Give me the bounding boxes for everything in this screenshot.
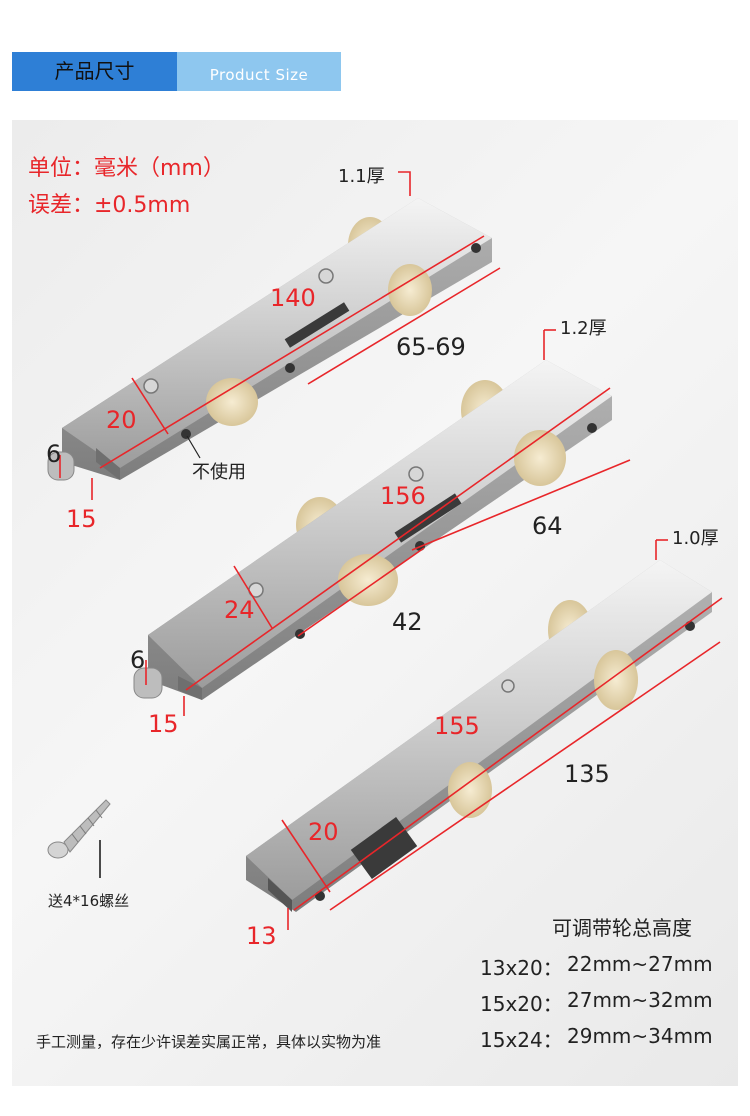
pulley-2-width: 24 <box>224 596 255 624</box>
tolerance-note: 误差：±0.5mm <box>28 193 191 218</box>
pulley-2 <box>133 329 631 716</box>
pulley-1-axle: 6 <box>46 440 62 468</box>
pulley-2-length: 156 <box>380 482 426 510</box>
pulley-1-width: 20 <box>106 406 137 434</box>
pulley-2-hole-spacing-b: 42 <box>392 608 423 636</box>
height-spec-range: 22mm~27mm <box>567 952 713 976</box>
pulley-2-axle: 6 <box>130 646 146 674</box>
height-spec-size: 13x20： <box>480 956 563 980</box>
pulley-3-thickness: 1.0厚 <box>672 528 719 549</box>
pulley-3-length: 155 <box>434 712 480 740</box>
unit-note: 单位：毫米（mm） <box>28 156 225 181</box>
measurement-disclaimer: 手工测量，存在少许误差实属正常，具体以实物为准 <box>36 1033 382 1051</box>
pulley-1-unused-note: 不使用 <box>192 462 246 483</box>
pulley-1-height: 15 <box>66 505 97 533</box>
height-spec-size: 15x20： <box>480 992 563 1016</box>
screw-label: 送4*16螺丝 <box>48 892 130 910</box>
pulley-3-hole-spacing: 135 <box>564 760 610 788</box>
height-spec-range: 27mm~32mm <box>567 988 713 1012</box>
pulley-1-hole-spacing: 65-69 <box>396 333 466 361</box>
pulley-1-top <box>62 198 492 468</box>
section-title-cn: 产品尺寸 <box>12 52 177 91</box>
pulley-3-height: 13 <box>246 922 277 950</box>
pulley-1-length: 140 <box>270 284 316 312</box>
pulley-1 <box>47 171 501 500</box>
pulley-2-height: 15 <box>148 710 179 738</box>
pulley-3 <box>246 539 723 930</box>
pulley-2-thickness: 1.2厚 <box>560 318 607 339</box>
height-spec-title: 可调带轮总高度 <box>552 916 692 940</box>
pulley-2-hole-spacing-a: 64 <box>532 512 563 540</box>
pulley-1-thickness: 1.1厚 <box>338 166 385 187</box>
height-spec-size: 15x24： <box>480 1028 563 1052</box>
screw-icon <box>47 799 111 878</box>
section-header: 产品尺寸 Product Size <box>12 52 341 91</box>
height-spec-range: 29mm~34mm <box>567 1024 713 1048</box>
pulley-3-width: 20 <box>308 818 339 846</box>
section-title-en: Product Size <box>177 52 341 91</box>
